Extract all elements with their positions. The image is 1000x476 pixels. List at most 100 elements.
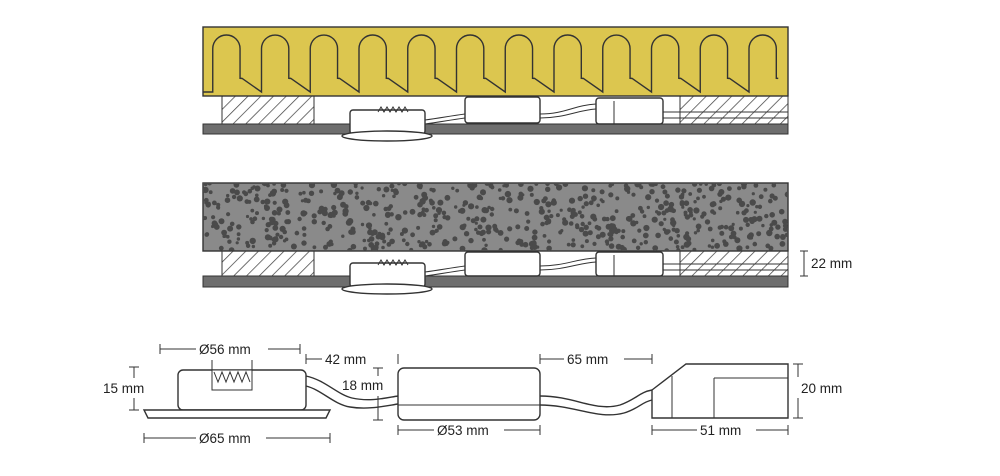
stone-dot	[608, 183, 613, 188]
stone-dot	[203, 183, 208, 187]
stone-dot	[301, 240, 307, 246]
stone-dot	[675, 245, 680, 249]
stone-dot	[599, 231, 606, 238]
stone-dot	[302, 190, 306, 195]
stone-dot	[784, 232, 788, 237]
stone-dot	[272, 200, 277, 205]
stone-dot	[745, 245, 750, 250]
stone-dot	[531, 234, 538, 241]
stone-dot	[718, 206, 723, 211]
stone-dot	[651, 216, 658, 223]
downlight-spring	[377, 259, 409, 266]
stone-dot	[663, 217, 667, 221]
stone-dot	[718, 189, 725, 195]
stone-dot	[507, 226, 513, 232]
stone-dot	[579, 214, 585, 219]
stone-dot	[587, 221, 592, 226]
stone-dot	[474, 227, 478, 232]
stone-dot	[213, 224, 220, 230]
stone-dot	[570, 207, 576, 213]
stone-dot	[506, 197, 513, 204]
stone-dot	[355, 191, 359, 195]
stone-dot	[637, 228, 642, 233]
stone-dot	[271, 210, 278, 216]
stone-dot	[547, 239, 552, 244]
stone-dot	[416, 225, 421, 230]
stone-dot	[433, 213, 439, 219]
stone-dot	[300, 199, 304, 203]
stone-dot	[614, 230, 619, 235]
stone-dot	[308, 183, 316, 189]
stone-dot	[395, 214, 402, 221]
joist-right	[679, 95, 789, 125]
stone-dot	[252, 216, 258, 221]
stone-dot	[275, 232, 280, 237]
stone-dot	[497, 188, 502, 192]
stone-dot	[433, 218, 438, 223]
stone-dot	[244, 199, 250, 205]
stone-dot	[452, 236, 458, 242]
stone-dot	[568, 221, 574, 226]
stone-dot	[480, 190, 486, 196]
stone-dot	[247, 188, 253, 194]
stone-dot	[782, 218, 788, 225]
stone-dot	[302, 232, 307, 237]
stone-dot	[710, 245, 715, 249]
stone-dot	[654, 198, 660, 203]
stone-dot	[383, 186, 390, 193]
stone-dot	[592, 216, 598, 222]
stone-dot	[545, 201, 552, 208]
stone-dot	[595, 234, 601, 240]
stone-dot	[702, 194, 706, 199]
stone-dot	[283, 202, 290, 209]
stone-dot	[444, 194, 451, 201]
stone-dot	[738, 226, 743, 231]
stone-dot	[474, 221, 478, 225]
stone-dot	[556, 184, 563, 191]
stone-dot	[751, 192, 755, 196]
stone-dot	[455, 188, 460, 193]
stone-texture	[203, 183, 788, 251]
stone-dot	[719, 230, 725, 236]
stone-dot	[354, 195, 360, 200]
cable-1-length-label: 42 mm	[325, 352, 366, 367]
stone-dot	[755, 205, 759, 209]
stone-dot	[642, 214, 647, 219]
downlight-spring	[213, 370, 251, 384]
panel-stone: 22 mm	[202, 182, 852, 295]
stone-dot	[735, 210, 740, 215]
stone-dot	[639, 185, 644, 190]
stone-dot	[413, 194, 419, 200]
stone-dot	[353, 183, 358, 187]
stone-dot	[591, 188, 596, 193]
stone-dot	[226, 193, 230, 198]
stone-dot	[251, 244, 256, 249]
stone-dot	[599, 198, 603, 202]
stone-dot	[463, 231, 470, 237]
stone-dot	[664, 248, 670, 251]
stone-dot	[470, 218, 476, 224]
stone-dot	[765, 243, 771, 249]
ceiling-board	[202, 275, 789, 288]
stone-dot	[321, 220, 326, 226]
stone-dot	[479, 196, 484, 201]
stone-dot	[424, 239, 429, 244]
stone-dot	[676, 234, 681, 238]
stone-dot	[261, 216, 266, 221]
stone-dot	[648, 183, 655, 187]
stone-dot	[249, 237, 256, 245]
stone-dot	[592, 241, 597, 246]
stone-dot	[226, 234, 230, 239]
stone-dot	[216, 206, 221, 210]
stone-dot	[678, 194, 685, 200]
stone-dot	[422, 244, 428, 250]
stone-dot	[484, 183, 490, 186]
stone-dot	[683, 200, 690, 206]
stone-dot	[216, 202, 221, 207]
stone-dot	[761, 223, 765, 228]
stone-dot	[243, 191, 249, 197]
stone-dot	[382, 239, 387, 244]
stone-dot	[728, 225, 735, 232]
stone-dot	[604, 239, 610, 244]
